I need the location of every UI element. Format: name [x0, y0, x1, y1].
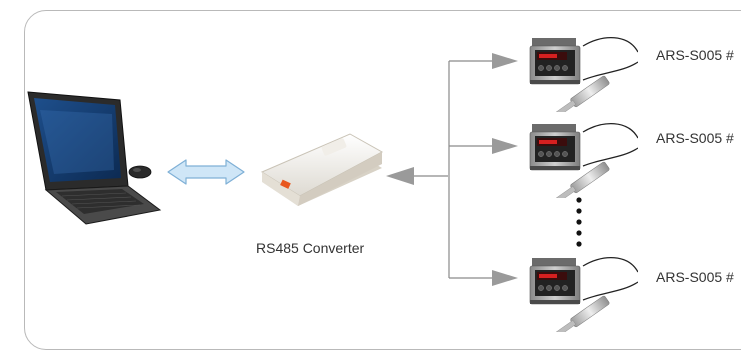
branch-arrow-2 [449, 138, 518, 154]
sensor-device-2-icon [529, 122, 638, 198]
laptop-icon [27, 91, 162, 225]
bus-arrow-to-converter [386, 167, 448, 185]
branch-arrow-3 [449, 270, 518, 286]
converter-label: RS485 Converter [256, 240, 365, 256]
device-label-3: ARS-S005 # [656, 269, 734, 285]
branch-arrow-1 [449, 53, 518, 69]
network-diagram [27, 36, 638, 332]
sensor-device-1-icon [529, 36, 638, 112]
more-devices-ellipsis [576, 197, 582, 247]
device-label-1: ARS-S005 # [656, 47, 734, 63]
rs485-converter-icon [260, 133, 384, 206]
bidirectional-link-arrow [167, 159, 245, 185]
device-label-2: ARS-S005 # [656, 130, 734, 146]
sensor-device-3-icon [529, 256, 638, 332]
